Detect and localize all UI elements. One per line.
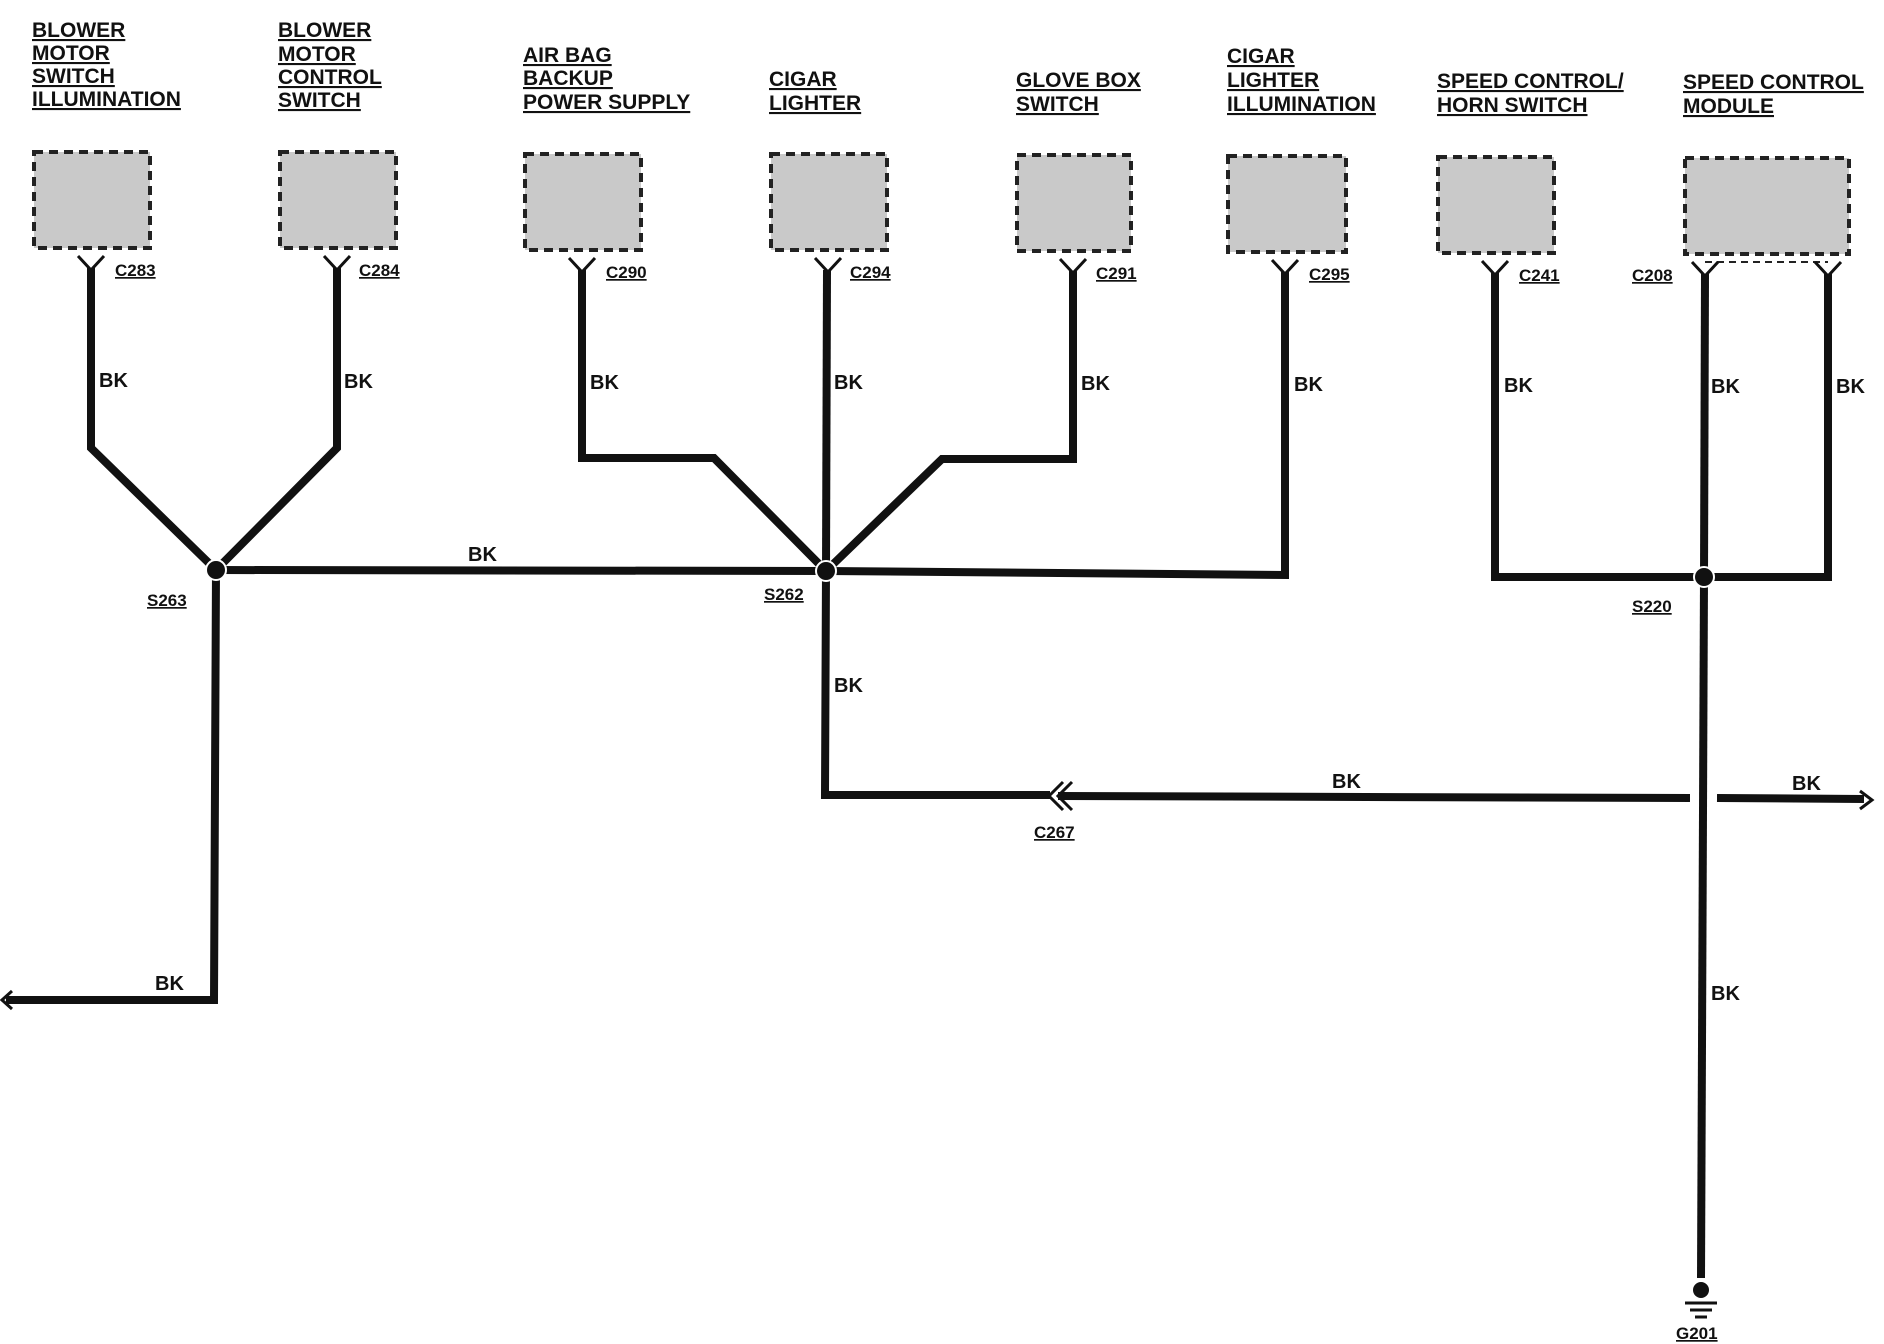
- component-title-air-bag-backup-power-supply: AIR BAG BACKUP POWER SUPPLY: [523, 44, 690, 114]
- component-box-speed-control-module: [1683, 156, 1851, 256]
- wire-c267-to-right: [1057, 792, 1691, 802]
- wire-s220-to-ground: [1697, 576, 1708, 1279]
- wire-right-exit: [1716, 794, 1865, 803]
- component-title-glove-box-switch: GLOVE BOX SWITCH: [1016, 69, 1141, 116]
- inline-connector-c267-symbol: [1046, 780, 1074, 812]
- svg-text:MOTOR: MOTOR: [278, 43, 356, 66]
- wire-label-c267-run: BK: [1332, 771, 1361, 793]
- wire-c208-to-s220: [1700, 273, 1709, 578]
- component-box-cigar-lighter-illumination: [1226, 154, 1348, 254]
- wire-label-module-second: BK: [1836, 376, 1865, 398]
- connector-label-c290: C290: [606, 263, 647, 282]
- wire-label-s262-down: BK: [834, 675, 863, 697]
- splice-dot-s220: [1693, 566, 1715, 588]
- wire-label-c290: BK: [590, 372, 619, 394]
- splice-dot-s263: [205, 559, 227, 581]
- wire-label-c283: BK: [99, 370, 128, 392]
- component-title-cigar-lighter-illumination: CIGAR LIGHTER ILLUMINATION: [1227, 45, 1376, 116]
- svg-text:CIGAR: CIGAR: [769, 68, 837, 91]
- wire-label-c295: BK: [1294, 374, 1323, 396]
- svg-text:CONTROL: CONTROL: [278, 66, 382, 89]
- svg-text:LIGHTER: LIGHTER: [769, 92, 861, 115]
- svg-text:ILLUMINATION: ILLUMINATION: [1227, 93, 1376, 116]
- component-box-cigar-lighter: [769, 152, 889, 252]
- wire-label-c291: BK: [1081, 373, 1110, 395]
- wire-c290-to-s262: [578, 270, 829, 574]
- wire-c283-to-s263: [87, 268, 219, 573]
- svg-text:ILLUMINATION: ILLUMINATION: [32, 88, 181, 111]
- svg-text:SWITCH: SWITCH: [278, 89, 361, 112]
- component-title-speed-control-module: SPEED CONTROL MODULE: [1683, 71, 1864, 118]
- inline-connector-label-c267: C267: [1034, 823, 1075, 842]
- wire-label-s263-s262: BK: [468, 544, 497, 566]
- svg-text:MOTOR: MOTOR: [32, 42, 110, 65]
- wire-label-left-exit: BK: [155, 973, 184, 995]
- wire-c291-to-s262: [823, 271, 1077, 574]
- wire-label-c284: BK: [344, 371, 373, 393]
- svg-text:CIGAR: CIGAR: [1227, 45, 1295, 68]
- svg-text:BLOWER: BLOWER: [32, 19, 125, 42]
- svg-text:SPEED CONTROL/: SPEED CONTROL/: [1437, 70, 1624, 93]
- splice-label-s262: S262: [764, 585, 804, 604]
- connector-label-c241: C241: [1519, 266, 1560, 285]
- splice-dot-s262: [815, 560, 837, 582]
- wire-module-second-to-s220: [1704, 274, 1832, 581]
- ground-icon: [1685, 1282, 1717, 1319]
- ground-label-g201: G201: [1676, 1324, 1718, 1343]
- wire-label-right-exit: BK: [1792, 773, 1821, 795]
- wire-label-ground-run: BK: [1711, 983, 1740, 1005]
- wire-label-c241: BK: [1504, 375, 1533, 397]
- connector-label-c283: C283: [115, 261, 156, 280]
- wire-s263-to-s262: [215, 566, 827, 575]
- connector-label-c284: C284: [359, 261, 400, 280]
- svg-text:MODULE: MODULE: [1683, 95, 1774, 118]
- wire-c295-to-s262: [825, 272, 1289, 580]
- wire-c294-to-s262: [822, 269, 831, 572]
- component-title-speed-control-horn-switch: SPEED CONTROL/ HORN SWITCH: [1437, 70, 1624, 117]
- component-box-glove-box-switch: [1015, 153, 1133, 253]
- component-box-blower-motor-switch-illumination: [32, 150, 152, 250]
- wire-color-labels: BK BK BK BK BK BK BK BK BK BK BK BK BK B…: [99, 370, 1865, 1005]
- svg-text:AIR BAG: AIR BAG: [523, 44, 612, 67]
- svg-text:BACKUP: BACKUP: [523, 67, 613, 90]
- right-exit-arrow-icon: [1859, 789, 1875, 811]
- splice-label-s220: S220: [1632, 597, 1672, 616]
- connector-label-c295: C295: [1309, 265, 1350, 284]
- connector-pin-marks: [76, 254, 1843, 279]
- component-box-air-bag-backup-power-supply: [523, 152, 643, 252]
- svg-text:SWITCH: SWITCH: [1016, 93, 1099, 116]
- connector-label-c208: C208: [1632, 266, 1673, 285]
- svg-text:LIGHTER: LIGHTER: [1227, 69, 1319, 92]
- svg-text:BLOWER: BLOWER: [278, 19, 371, 42]
- component-title-cigar-lighter: CIGAR LIGHTER: [769, 68, 861, 115]
- wire-label-c208: BK: [1711, 376, 1740, 398]
- left-exit-arrow-icon: [0, 989, 14, 1011]
- wire-c241-to-s220: [1491, 273, 1704, 581]
- wire-s262-down: [820, 570, 1050, 799]
- svg-text:GLOVE BOX: GLOVE BOX: [1016, 69, 1141, 92]
- connector-label-c291: C291: [1096, 264, 1137, 283]
- component-box-blower-motor-control-switch: [278, 150, 398, 250]
- splice-label-s263: S263: [147, 591, 187, 610]
- svg-text:POWER SUPPLY: POWER SUPPLY: [523, 91, 690, 114]
- connector-label-c294: C294: [850, 263, 891, 282]
- wire-c284-to-s263: [213, 268, 341, 573]
- component-title-blower-motor-control-switch: BLOWER MOTOR CONTROL SWITCH: [278, 19, 382, 112]
- wire-label-c294: BK: [834, 372, 863, 394]
- component-title-blower-motor-switch-illumination: BLOWER MOTOR SWITCH ILLUMINATION: [32, 19, 181, 111]
- wires: [6, 268, 1865, 1279]
- component-box-speed-control-horn-switch: [1436, 155, 1556, 255]
- svg-text:HORN SWITCH: HORN SWITCH: [1437, 94, 1588, 117]
- svg-text:SWITCH: SWITCH: [32, 65, 115, 88]
- wire-s263-to-left-exit: [6, 569, 220, 1004]
- svg-text:SPEED CONTROL: SPEED CONTROL: [1683, 71, 1864, 94]
